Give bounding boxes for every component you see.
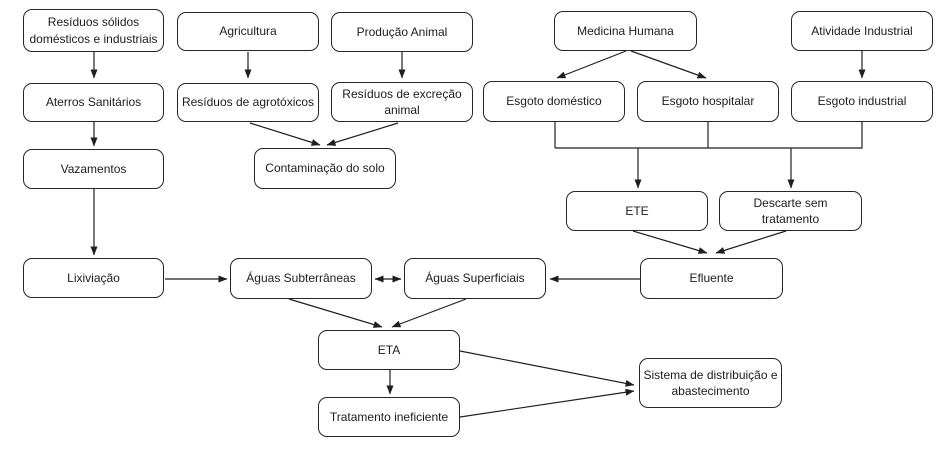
node-aguas-superficiais: Águas Superficiais <box>404 258 546 299</box>
edge-descarte-sem-tratamento--efluente <box>715 230 787 254</box>
node-label: Tratamento ineficiente <box>329 409 449 424</box>
edge-tratamento-ineficiente--sistema-distribuicao <box>459 388 635 418</box>
edges-group <box>90 50 866 418</box>
node-vazamentos: Vazamentos <box>23 149 164 189</box>
node-label: Atividade Industrial <box>811 23 913 38</box>
node-label: Aterros Sanitários <box>45 95 142 110</box>
edge-ete--efluente <box>632 230 708 254</box>
node-label: Resíduos de excreção animal <box>342 86 462 117</box>
node-descarte-sem-tratamento: Descarte sem tratamento <box>719 191 862 231</box>
node-label: Sistema de distribuição e abastecimento <box>643 367 778 398</box>
node-atividade-industrial: Atividade Industrial <box>791 11 933 51</box>
edge-aguas-subterraneas--eta <box>288 298 383 328</box>
node-tratamento-ineficiente: Tratamento ineficiente <box>318 397 460 437</box>
node-aguas-subterraneas: Águas Subterrâneas <box>230 258 372 299</box>
edge-esgoto-industrial--esgoto-junction <box>555 122 863 149</box>
node-label: Lixiviação <box>67 270 120 285</box>
node-residuos-solidos: Resíduos sólidos domésticos e industriai… <box>23 9 164 52</box>
node-label: Águas Superficiais <box>425 271 525 286</box>
node-label: ETA <box>377 342 401 357</box>
node-esgoto-industrial: Esgoto industrial <box>791 81 933 122</box>
edge-residuos-agrotoxicos--contaminacao-solo <box>249 122 321 146</box>
node-residuos-excrecao: Resíduos de excreção animal <box>331 82 473 122</box>
edge-aguas-superficiais--eta <box>391 298 467 328</box>
node-medicina-humana: Medicina Humana <box>554 11 697 51</box>
node-contaminacao-solo: Contaminação do solo <box>254 148 396 189</box>
node-label: ETE <box>625 203 649 218</box>
edge-eta--sistema-distribuicao <box>459 350 635 387</box>
node-label: Medicina Humana <box>577 23 674 38</box>
node-label: Contaminação do solo <box>265 161 385 176</box>
node-label: Esgoto hospitalar <box>661 94 755 109</box>
edge-residuos-excrecao--contaminacao-solo <box>326 122 399 146</box>
node-residuos-agrotoxicos: Resíduos de agrotóxicos <box>177 83 319 122</box>
node-eta: ETA <box>318 330 460 370</box>
node-label: Resíduos sólidos domésticos e industriai… <box>29 15 158 46</box>
node-label: Descarte sem tratamento <box>753 195 828 226</box>
node-label: Agricultura <box>219 24 277 39</box>
node-aterros-sanitarios: Aterros Sanitários <box>23 83 164 122</box>
node-sistema-distribuicao: Sistema de distribuição e abastecimento <box>639 358 782 408</box>
edge-medicina-humana--esgoto-hospitalar <box>630 50 707 79</box>
node-producao-animal: Produção Animal <box>331 12 473 52</box>
node-label: Produção Animal <box>356 24 448 39</box>
edge-medicina-humana--esgoto-domestico <box>556 50 627 79</box>
node-label: Vazamentos <box>60 161 127 176</box>
node-esgoto-domestico: Esgoto doméstico <box>483 81 625 122</box>
node-efluente: Efluente <box>640 258 783 299</box>
node-lixiviacao: Lixiviação <box>23 258 164 298</box>
node-label: Efluente <box>689 271 734 286</box>
node-agricultura: Agricultura <box>177 12 319 51</box>
node-label: Esgoto industrial <box>817 94 907 109</box>
node-label: Esgoto doméstico <box>506 94 602 109</box>
node-label: Águas Subterrâneas <box>246 271 356 286</box>
node-label: Resíduos de agrotóxicos <box>181 95 315 110</box>
node-esgoto-hospitalar: Esgoto hospitalar <box>637 81 779 122</box>
node-ete: ETE <box>566 191 708 231</box>
